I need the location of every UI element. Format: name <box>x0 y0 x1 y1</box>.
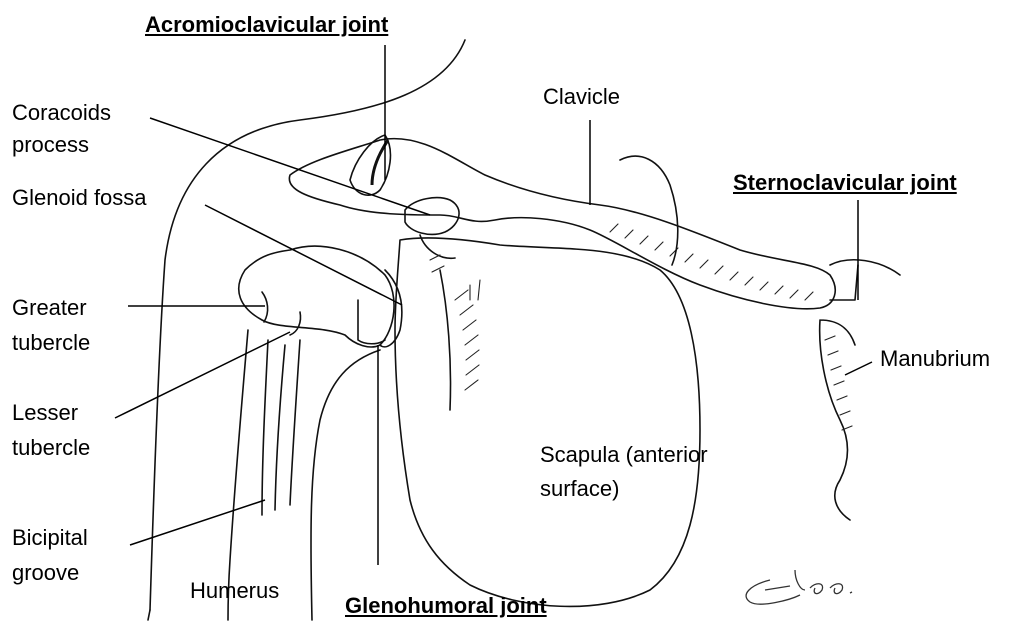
leader-bicipital <box>130 500 265 545</box>
label-scapula-line2: surface) <box>540 476 619 502</box>
leader-manubrium <box>845 362 872 375</box>
signature-mark <box>746 570 852 604</box>
sternoclavicular-outline <box>830 260 900 300</box>
bicipital-groove-line2 <box>275 345 285 510</box>
scapula-shading <box>430 255 480 390</box>
label-glenoid-fossa: Glenoid fossa <box>12 185 147 211</box>
label-clavicle: Clavicle <box>543 84 620 110</box>
label-greater-line2: tubercle <box>12 330 90 356</box>
label-glenohumoral-joint: Glenohumoral joint <box>345 593 547 619</box>
leader-glenoid <box>205 205 402 305</box>
label-manubrium: Manubrium <box>880 346 990 372</box>
label-coracoids-line2: process <box>12 132 89 158</box>
label-lesser-line1: Lesser <box>12 400 78 426</box>
scapula-lateral-border <box>440 270 451 410</box>
label-coracoids-line1: Coracoids <box>12 100 111 126</box>
manubrium-shape <box>820 320 855 520</box>
scapula-shape <box>395 238 700 607</box>
label-humerus: Humerus <box>190 578 279 604</box>
leader-lesser <box>115 332 290 418</box>
lesser-tubercle-mark <box>290 312 301 335</box>
body-outline-inner <box>148 610 150 620</box>
clavicle-shape <box>289 139 835 309</box>
label-lesser-line2: tubercle <box>12 435 90 461</box>
bicipital-groove-line1 <box>262 340 268 515</box>
greater-tubercle-mark <box>262 292 268 322</box>
label-sternoclavicular-joint: Sternoclavicular joint <box>733 170 957 196</box>
glenoid-rim <box>358 300 385 344</box>
label-acromioclavicular-joint: Acromioclavicular joint <box>145 12 388 38</box>
bicipital-groove-line3 <box>290 340 300 505</box>
glenoid-shape <box>380 270 402 347</box>
label-bicipital-line2: groove <box>12 560 79 586</box>
humerus-shaft-lateral <box>228 330 248 620</box>
label-greater-line1: Greater <box>12 295 87 321</box>
leader-coracoids <box>150 118 430 215</box>
humerus-shaft-medial <box>311 350 380 620</box>
label-scapula-line1: Scapula (anterior <box>540 442 708 468</box>
label-bicipital-line1: Bicipital <box>12 525 88 551</box>
